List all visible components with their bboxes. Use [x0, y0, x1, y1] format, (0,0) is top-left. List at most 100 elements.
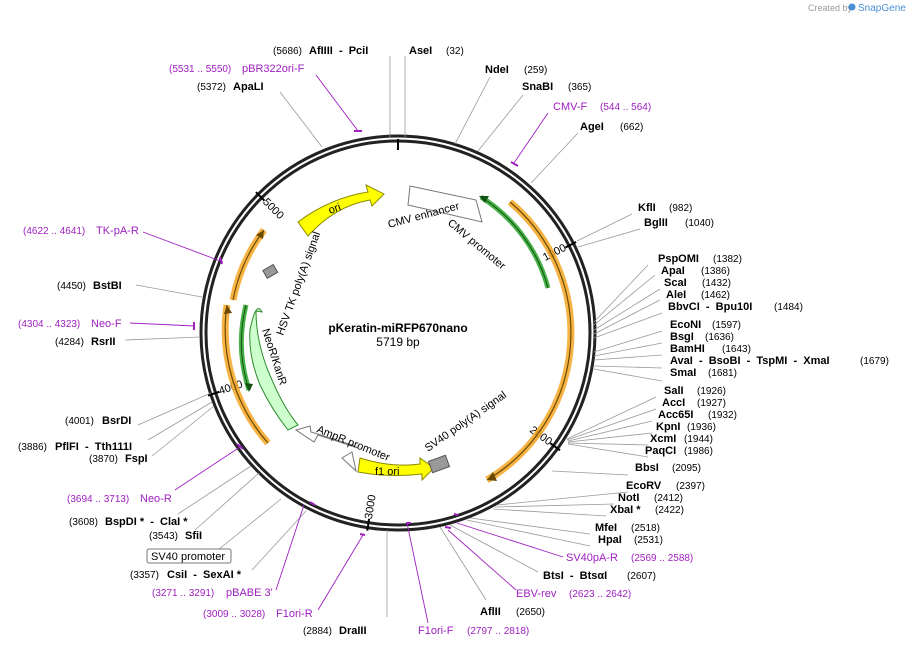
enzyme-name: AseI — [409, 45, 432, 57]
enzyme-name: XcmI — [650, 433, 676, 445]
enzyme-pos: (1484) — [774, 302, 803, 313]
enzyme-name: BbsI — [635, 462, 659, 474]
enzyme-pos: (1927) — [697, 398, 726, 409]
enzyme-name: BglII — [644, 217, 668, 229]
enzyme-name: BsgI — [670, 331, 694, 343]
enzyme-pos: (2397) — [676, 481, 705, 492]
orf-arc-miRFP-line — [486, 201, 572, 481]
enzyme-pos: (2095) — [672, 463, 701, 474]
enzyme-pos: (662) — [620, 122, 643, 133]
enzyme-pos: (2412) — [654, 493, 683, 504]
enzyme-name: KpnI — [656, 421, 680, 433]
enzyme-pos: (1386) — [701, 266, 730, 277]
feature-neor-kanr-arrow[interactable] — [249, 308, 299, 431]
credit-brand: SnapGene — [858, 3, 906, 14]
enzyme-pos: (1681) — [708, 368, 737, 379]
primer-pos: (5531 .. 5550) — [169, 64, 231, 75]
enzyme-pos: (2531) — [634, 535, 663, 546]
primer-name: pBABE 3' — [226, 587, 273, 599]
primer-name: F1ori-R — [276, 608, 313, 620]
enzyme-pos: (2884) — [303, 626, 332, 637]
enzyme-name: AgeI — [580, 121, 604, 133]
enzyme-pos: (1432) — [702, 278, 731, 289]
enzyme-pos: (1679) — [860, 356, 889, 367]
enzyme-pos: (2518) — [631, 523, 660, 534]
enzyme-pos: (1597) — [712, 320, 741, 331]
sv40-promoter-box[interactable] — [146, 548, 232, 564]
primer-pos: (4622 .. 4641) — [23, 226, 85, 237]
enzyme-name: XbaI * — [610, 504, 641, 516]
orf-arc-miRFP-head — [487, 472, 497, 481]
enzyme-name: AccI — [662, 397, 685, 409]
primer-name: CMV-F — [553, 101, 588, 113]
enzyme-name: MfeI — [595, 522, 617, 534]
backbone-outer — [199, 134, 597, 532]
feature-cmv-arrow[interactable] — [407, 185, 483, 223]
enzyme-pos: (1040) — [685, 218, 714, 229]
orf-arc-green-right-head — [479, 196, 489, 203]
credit-text: Created by — [808, 3, 853, 13]
feature-ori-label: ori — [327, 201, 343, 216]
snapgene-logo-icon — [848, 3, 856, 11]
enzyme-name: RsrII — [91, 336, 115, 348]
enzyme-pos: (1643) — [722, 344, 751, 355]
enzyme-pos: (5372) — [197, 82, 226, 93]
primer-name: EBV-rev — [516, 588, 557, 600]
primer-name: F1ori-F — [418, 625, 454, 637]
sv40-promoter-label: SV40 promoter — [151, 551, 225, 563]
enzyme-pos: (1936) — [687, 422, 716, 433]
tick-mark — [549, 442, 561, 452]
primer-pos: (2623 .. 2642) — [569, 589, 631, 600]
primer-name: Neo-R — [140, 493, 172, 505]
enzyme-pos: (3543) — [149, 531, 178, 542]
orf-arc-left-line — [224, 304, 269, 444]
enzyme-pos: (1944) — [684, 434, 713, 445]
enzyme-pos: (982) — [669, 203, 692, 214]
enzyme-name: BsrDI — [102, 415, 131, 427]
feature-hsv-tk-label: HSV TK poly(A) signal — [275, 230, 324, 337]
tick-label: 5000 — [260, 196, 286, 222]
enzyme-name: EcoRV — [626, 480, 662, 492]
enzyme-name: PflFI - Tth111I — [55, 441, 132, 453]
feature-sv40-polya[interactable] — [427, 454, 451, 474]
enzyme-pos: (3357) — [130, 570, 159, 581]
enzyme-name: NotI — [618, 492, 639, 504]
enzyme-pos: (4001) — [65, 416, 94, 427]
plasmid-size: 5719 bp — [376, 335, 420, 349]
enzyme-name: AflII — [480, 606, 501, 618]
enzyme-pos: (1462) — [701, 290, 730, 301]
feature-cmv-promoter-label: CMV promoter — [445, 217, 508, 272]
enzyme-pos: (32) — [446, 46, 464, 57]
primer-name: TK-pA-R — [96, 225, 139, 237]
enzyme-pos: (259) — [524, 65, 547, 76]
enzyme-name: ApaI — [661, 265, 685, 277]
feature-f1-ori-arrow[interactable] — [357, 457, 435, 482]
enzyme-name: AvaI - BsoBI - TspMI - XmaI — [670, 355, 830, 367]
orf-arc-green-left-head — [245, 383, 253, 392]
primer-pos: (4304 .. 4323) — [18, 319, 80, 330]
primer-labels: (5531 .. 5550) pBR322ori-F CMV-F (544 ..… — [18, 63, 693, 637]
enzyme-name: DraIII — [339, 625, 367, 637]
feature-hsv-tk-polya[interactable] — [262, 263, 279, 280]
plasmid-name: pKeratin-miRFP670nano — [328, 321, 467, 335]
enzyme-name: AfIIII - PciI — [309, 45, 368, 57]
primer-pos: (2797 .. 2818) — [467, 626, 529, 637]
enzyme-pos: (1636) — [705, 332, 734, 343]
primer-name: pBR322ori-F — [242, 63, 305, 75]
tick-mark — [366, 518, 371, 531]
enzyme-name: AleI — [666, 289, 686, 301]
enzyme-name: SnaBI — [522, 81, 553, 93]
primer-pos: (544 .. 564) — [600, 102, 651, 113]
primer-pos: (3694 .. 3713) — [67, 494, 129, 505]
enzyme-name: NdeI — [485, 64, 509, 76]
tick-mark — [255, 191, 266, 202]
enzyme-name: EcoNI — [670, 319, 701, 331]
enzyme-name: BbvCI - Bpu10I — [668, 301, 752, 313]
orf-arc-upper-left-head — [256, 230, 264, 239]
feature-ori-arrow[interactable] — [297, 184, 385, 237]
enzyme-leaders — [124, 56, 663, 617]
enzyme-name: BamHI — [670, 343, 705, 355]
enzyme-pos: (3886) — [18, 442, 47, 453]
feature-ampr-promoter-arrow[interactable] — [294, 425, 359, 449]
